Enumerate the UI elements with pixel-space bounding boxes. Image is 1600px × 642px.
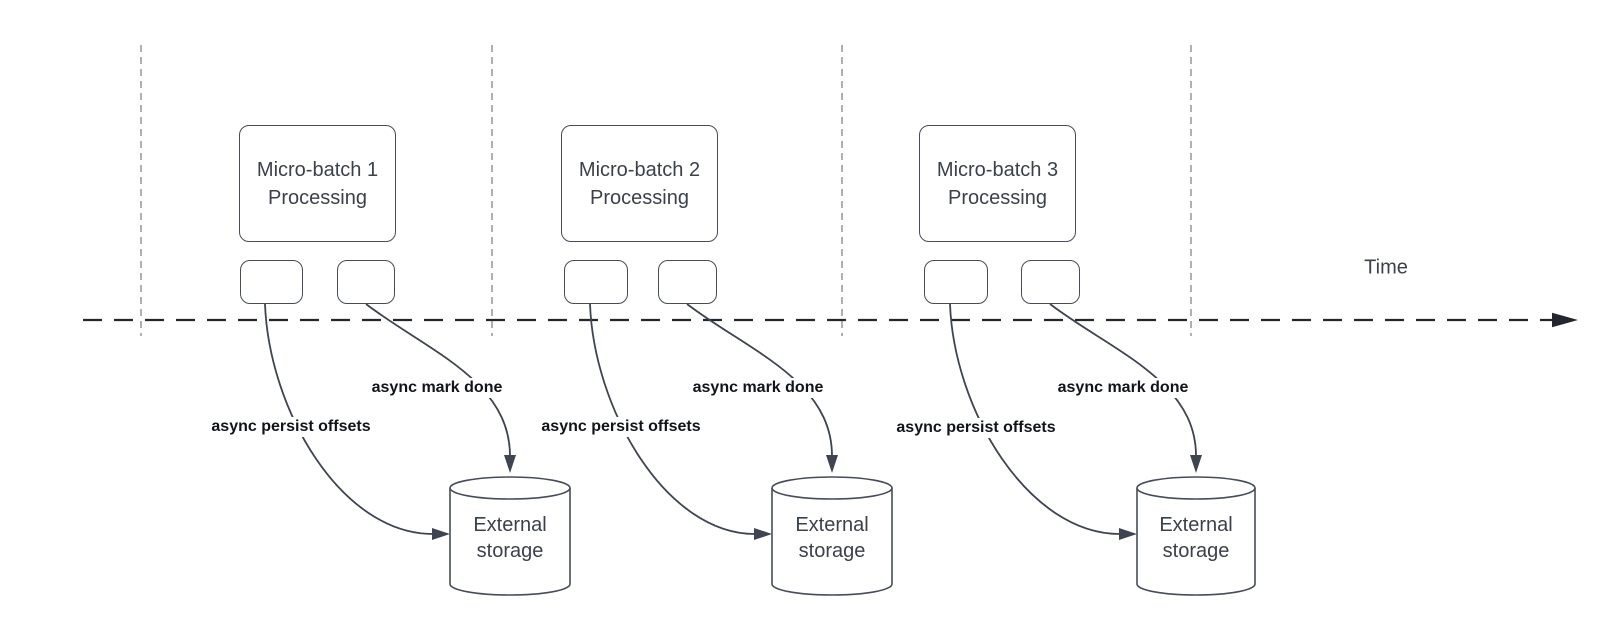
microbatch-3-done-task-box [1021,260,1080,304]
microbatch-1-label: Micro-batch 1 Processing [256,158,379,209]
microbatch-2-box: Micro-batch 2 Processing [561,125,718,242]
microbatch-3-label: Micro-batch 3 Processing [936,158,1059,209]
microbatch-2-done-task-box [658,260,717,304]
mark-done-arrow-1 [365,303,511,457]
persist-offsets-arrowhead-icon-2 [754,528,772,540]
persist-offsets-label-1: async persist offsets [208,417,374,437]
mark-done-arrow-3 [1049,303,1197,457]
microbatch-2-label: Micro-batch 2 Processing [578,158,701,209]
microbatch-1-done-task-box [337,260,395,304]
persist-offsets-label-2: async persist offsets [538,417,704,437]
storage-cylinder-1 [449,476,571,596]
persist-offsets-arrow-2 [589,303,756,535]
microbatch-3-persist-task-box [924,260,988,304]
microbatch-1-box: Micro-batch 1 Processing [239,125,396,242]
mark-done-arrowhead-icon-2 [826,455,838,473]
mark-done-arrowhead-icon-1 [504,455,516,473]
microbatch-2-persist-task-box [564,260,628,304]
microbatch-3-box: Micro-batch 3 Processing [919,125,1076,242]
storage-cylinder-2 [771,476,893,596]
storage-cylinder-3 [1136,476,1256,596]
storage-label-1: External storage [473,514,547,562]
mark-done-label-1: async mark done [368,378,506,398]
microbatch-1-persist-task-box [240,260,303,304]
storage-label-3: External storage [1159,514,1233,562]
persist-offsets-arrowhead-icon-3 [1119,528,1137,540]
persist-offsets-arrow-1 [264,303,434,535]
persist-offsets-label-3: async persist offsets [893,418,1059,438]
time-axis-arrowhead-icon [1552,312,1578,328]
mark-done-arrowhead-icon-3 [1190,455,1202,473]
persist-offsets-arrow-3 [949,303,1121,535]
mark-done-arrow-2 [686,303,833,457]
persist-offsets-arrowhead-icon-1 [432,528,450,540]
storage-label-2: External storage [795,514,869,562]
time-axis-label: Time [1364,256,1408,279]
mark-done-label-2: async mark done [689,378,827,398]
mark-done-label-3: async mark done [1054,378,1192,398]
